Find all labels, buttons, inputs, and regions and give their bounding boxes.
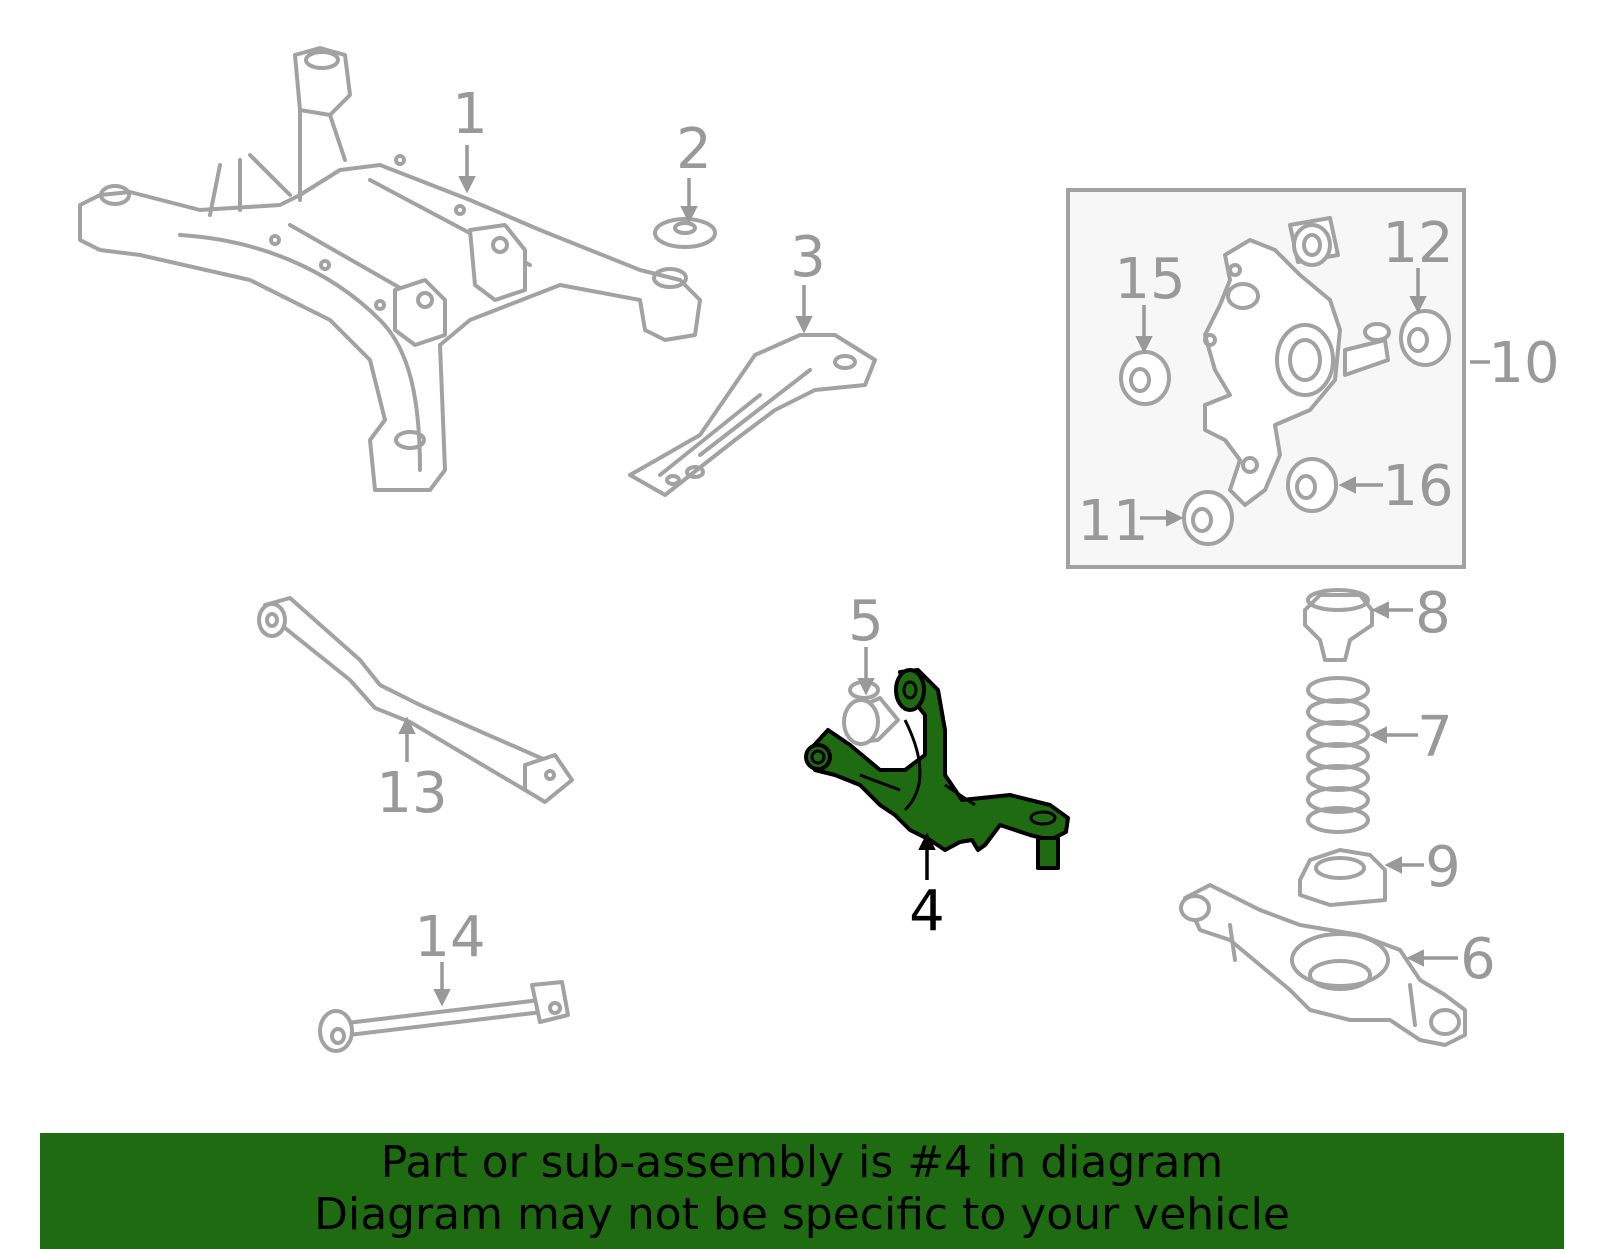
label-7: 7	[1417, 705, 1453, 770]
part-2-washer[interactable]	[653, 217, 717, 249]
label-16: 16	[1382, 454, 1453, 519]
bushing-top	[1288, 216, 1340, 267]
label-4: 4	[909, 879, 945, 944]
callout-labels: 1 2 3 4 5 6 7 8 9 10 11 12 13 14 15 16	[376, 82, 1559, 992]
info-banner: Part or sub-assembly is #4 in diagram Di…	[40, 1133, 1564, 1249]
label-8: 8	[1415, 581, 1451, 646]
label-9: 9	[1425, 835, 1461, 900]
part-7-coil-spring[interactable]	[1306, 676, 1370, 834]
banner-line-2: Diagram may not be specific to your vehi…	[314, 1189, 1290, 1240]
label-10: 10	[1488, 331, 1559, 396]
part-8-bump-stop[interactable]	[1303, 588, 1374, 662]
label-6: 6	[1460, 927, 1496, 992]
part-16-bushing[interactable]	[1286, 457, 1338, 513]
part-3-bracket[interactable]	[628, 333, 877, 497]
part-10-knuckle-group[interactable]	[1066, 188, 1466, 569]
part-6-control-arm[interactable]	[1179, 883, 1467, 1047]
label-3: 3	[790, 225, 826, 290]
label-1: 1	[452, 82, 488, 147]
part-9-spring-seat[interactable]	[1298, 848, 1387, 907]
part-14-link-rod[interactable]	[318, 980, 570, 1053]
label-2: 2	[676, 117, 712, 182]
label-14: 14	[414, 905, 485, 970]
part-1-crossmember[interactable]	[78, 46, 702, 492]
parts-diagram: 1 2 3 4 5 6 7 8 9 10 11 12 13 14 15 16	[78, 46, 1560, 1053]
part-4-lower-arm-highlighted[interactable]	[804, 668, 1070, 870]
label-5: 5	[848, 589, 884, 654]
part-11-bushing[interactable]	[1182, 490, 1234, 546]
part-12-bushing[interactable]	[1399, 309, 1451, 367]
label-11: 11	[1077, 489, 1148, 554]
label-13: 13	[376, 761, 447, 826]
label-15: 15	[1114, 247, 1185, 312]
banner-line-1: Part or sub-assembly is #4 in diagram	[380, 1137, 1224, 1188]
part-13-lateral-link[interactable]	[257, 596, 574, 804]
label-12: 12	[1382, 211, 1453, 276]
part-15-bushing[interactable]	[1119, 350, 1171, 406]
leader-arrows	[398, 145, 1490, 1007]
part-5-bushing[interactable]	[842, 680, 900, 746]
